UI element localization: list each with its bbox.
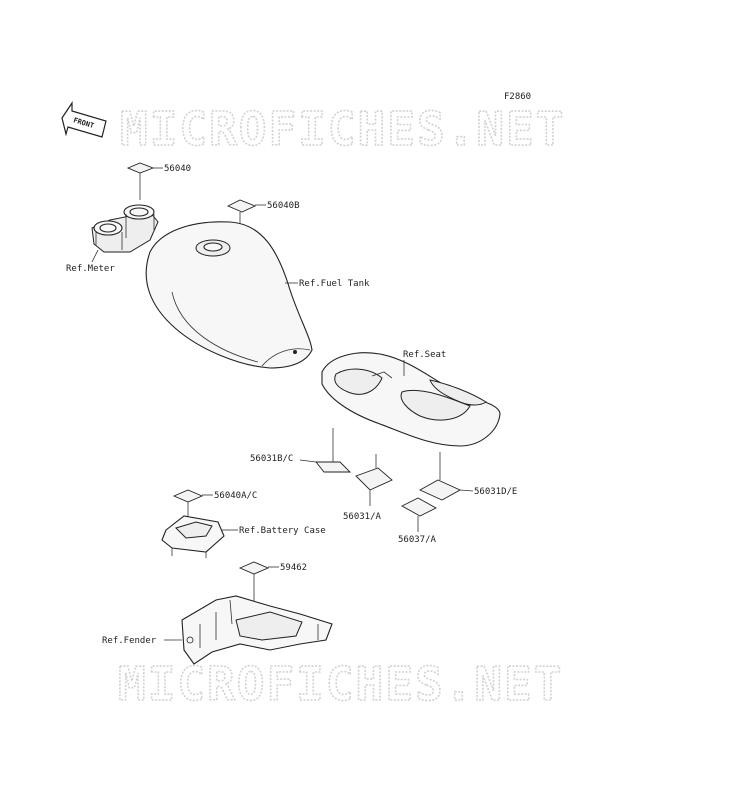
decal-56031A [355, 467, 393, 491]
label-56031BC: 56031B/C [250, 454, 293, 464]
decal-56040B [226, 199, 257, 213]
fuel-tank [145, 221, 313, 369]
label-59462: 59462 [280, 563, 307, 573]
decal-56031DE [419, 479, 461, 501]
watermark-bottom: MICROFICHES.NET [118, 657, 563, 711]
label-ref-seat: Ref.Seat [403, 350, 446, 360]
decal-59462 [238, 561, 270, 575]
label-56031A: 56031/A [343, 512, 382, 522]
meter-assembly [91, 204, 159, 253]
figure-code: F2860 [504, 92, 531, 102]
label-56040AC: 56040A/C [214, 491, 257, 501]
label-56040B: 56040B [267, 201, 300, 211]
label-56031DE: 56031D/E [474, 487, 517, 497]
seat [321, 352, 501, 447]
decal-56031BC [315, 461, 352, 473]
fender [181, 595, 333, 665]
decal-56040 [126, 162, 155, 174]
label-56037A: 56037/A [398, 535, 437, 545]
label-ref-meter: Ref.Meter [66, 264, 115, 274]
label-56040: 56040 [164, 164, 191, 174]
watermark-top: MICROFICHES.NET [120, 102, 565, 156]
label-ref-fuel-tank: Ref.Fuel Tank [299, 279, 370, 289]
battery-case [161, 515, 225, 558]
decal-56040AC [172, 489, 204, 503]
decal-56037A [401, 497, 437, 517]
label-ref-battery-case: Ref.Battery Case [239, 526, 326, 536]
front-arrow-icon: FRONT [61, 101, 107, 138]
label-ref-fender: Ref.Fender [102, 636, 157, 646]
